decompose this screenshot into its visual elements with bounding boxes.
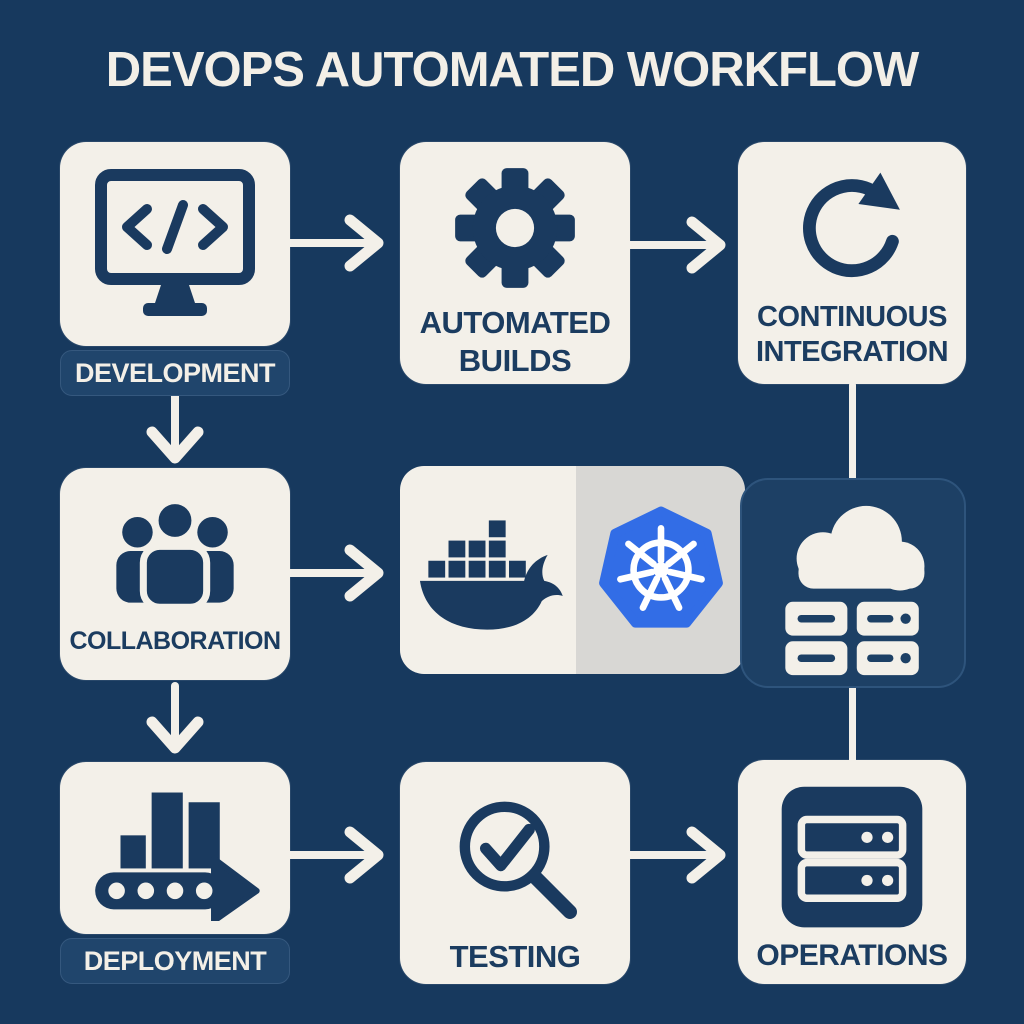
node-development [60, 142, 290, 346]
server-stack-icon [777, 782, 927, 932]
node-automated-builds: AUTOMATED BUILDS [400, 142, 630, 384]
people-group-icon [100, 490, 250, 612]
automated-builds-label: AUTOMATED BUILDS [419, 305, 611, 378]
magnifier-check-icon [444, 786, 586, 928]
gear-icon [451, 164, 579, 292]
line-cloud-to-operations [849, 684, 856, 764]
docker-panel [400, 466, 576, 674]
conveyor-arrow-icon [87, 775, 263, 921]
arrow-collaboration-to-containers [286, 544, 384, 602]
arrow-development-to-builds [286, 214, 384, 272]
arrow-development-to-collaboration [146, 392, 204, 464]
node-continuous-integration: CONTINUOUS INTEGRATION [738, 142, 966, 384]
node-deployment [60, 762, 290, 934]
line-ci-to-cloud [849, 382, 856, 482]
arrow-deployment-to-testing [286, 826, 384, 884]
continuous-integration-label: CONTINUOUS INTEGRATION [755, 301, 949, 369]
server-grid-icon [785, 601, 919, 676]
node-testing: TESTING [400, 762, 630, 984]
arrow-testing-to-operations [628, 826, 726, 884]
code-monitor-icon [89, 165, 261, 323]
collaboration-label: COLLABORATION [69, 627, 281, 655]
node-container-platform [400, 466, 745, 674]
node-operations: OPERATIONS [738, 760, 966, 984]
docker-whale-icon [408, 507, 568, 633]
cloud-icon [759, 487, 947, 679]
arrow-collaboration-to-deployment [146, 682, 204, 754]
development-label: DEVELOPMENT [60, 350, 290, 396]
page-title: DEVOPS AUTOMATED WORKFLOW [105, 43, 920, 97]
node-cloud-infrastructure [740, 478, 966, 688]
testing-label: TESTING [449, 939, 581, 974]
arrow-builds-to-ci [628, 216, 726, 274]
circular-arrow-icon [786, 160, 918, 292]
kubernetes-panel [576, 466, 745, 674]
operations-label: OPERATIONS [756, 939, 948, 972]
deployment-label: DEPLOYMENT [60, 938, 290, 984]
node-collaboration: COLLABORATION [60, 468, 290, 680]
kubernetes-helm-icon [590, 499, 732, 641]
